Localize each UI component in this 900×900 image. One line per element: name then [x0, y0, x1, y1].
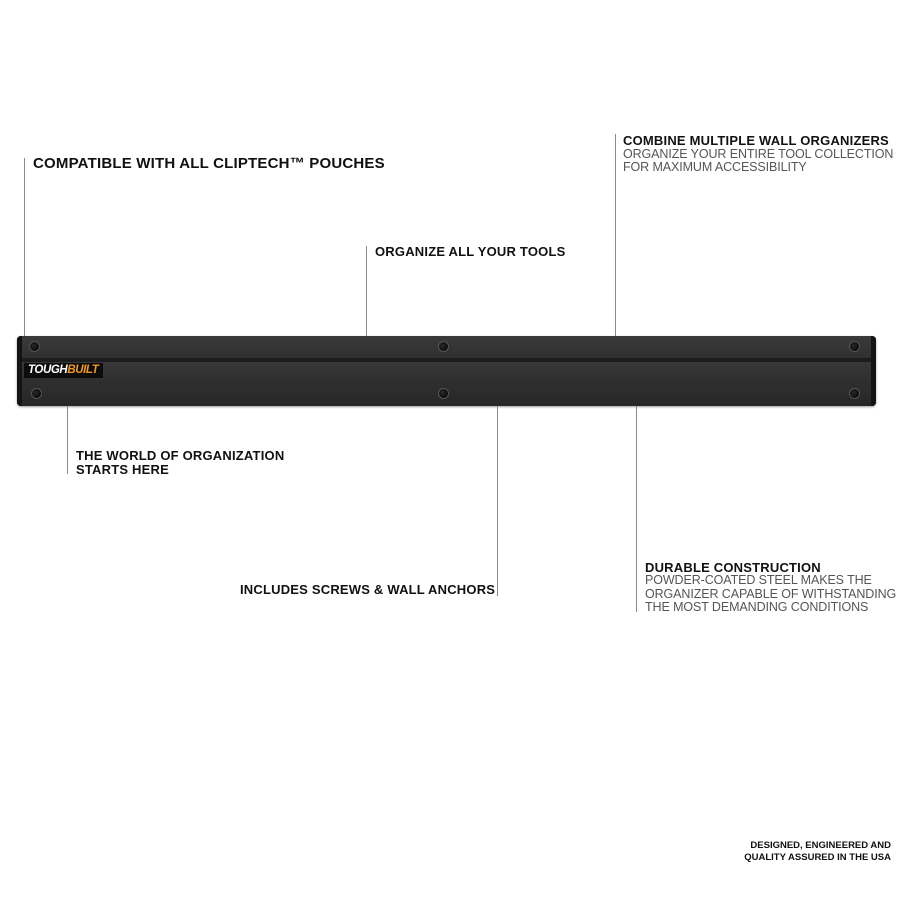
callout-screws-title: INCLUDES SCREWS & WALL ANCHORS	[240, 582, 496, 597]
leader-line-combine	[615, 134, 616, 336]
leader-line-screws	[497, 406, 498, 596]
callout-world-title-2: STARTS HERE	[76, 462, 169, 477]
footer-line-1: DESIGNED, ENGINEERED AND	[750, 840, 891, 851]
callout-durable-title: DURABLE CONSTRUCTION	[645, 560, 821, 575]
callout-world-title-1: THE WORLD OF ORGANIZATION	[76, 448, 285, 463]
callout-combine-desc-1: ORGANIZE YOUR ENTIRE TOOL COLLECTION	[623, 147, 894, 161]
leader-line-compatible	[24, 158, 25, 336]
logo-text-built: BUILT	[67, 364, 99, 376]
callout-combine-title: COMBINE MULTIPLE WALL ORGANIZERS	[623, 133, 889, 148]
callout-compatible-title: COMPATIBLE WITH ALL CLIPTECH™ POUCHES	[33, 155, 385, 172]
screw-icon	[31, 388, 42, 399]
footer-usa-statement: DESIGNED, ENGINEERED AND QUALITY ASSURED…	[744, 840, 891, 864]
logo-text-tough: TOUGH	[28, 364, 68, 376]
callout-durable-desc-2: ORGANIZER CAPABLE OF WITHSTANDING	[645, 587, 897, 601]
rail-face	[17, 362, 876, 388]
rail-end-cap-right	[871, 336, 876, 406]
leader-line-durable	[636, 406, 637, 612]
rail-end-cap-left	[17, 336, 22, 406]
rail-groove	[17, 358, 876, 362]
toughbuilt-logo: TOUGHBUILT	[24, 363, 104, 378]
callout-durable-desc-1: POWDER-COATED STEEL MAKES THE	[645, 573, 872, 587]
footer-line-2: QUALITY ASSURED IN THE USA	[744, 852, 891, 863]
screw-icon	[438, 341, 449, 352]
callout-durable-desc-3: THE MOST DEMANDING CONDITIONS	[645, 600, 869, 614]
callout-combine-desc-2: FOR MAXIMUM ACCESSIBILITY	[623, 160, 807, 174]
screw-icon	[849, 388, 860, 399]
wall-organizer-rail: TOUGHBUILT	[17, 336, 876, 406]
callout-organize-title: ORGANIZE ALL YOUR TOOLS	[375, 244, 566, 259]
leader-line-world	[67, 406, 68, 474]
leader-line-organize	[366, 246, 367, 336]
screw-icon	[849, 341, 860, 352]
screw-icon	[29, 341, 40, 352]
screw-icon	[438, 388, 449, 399]
